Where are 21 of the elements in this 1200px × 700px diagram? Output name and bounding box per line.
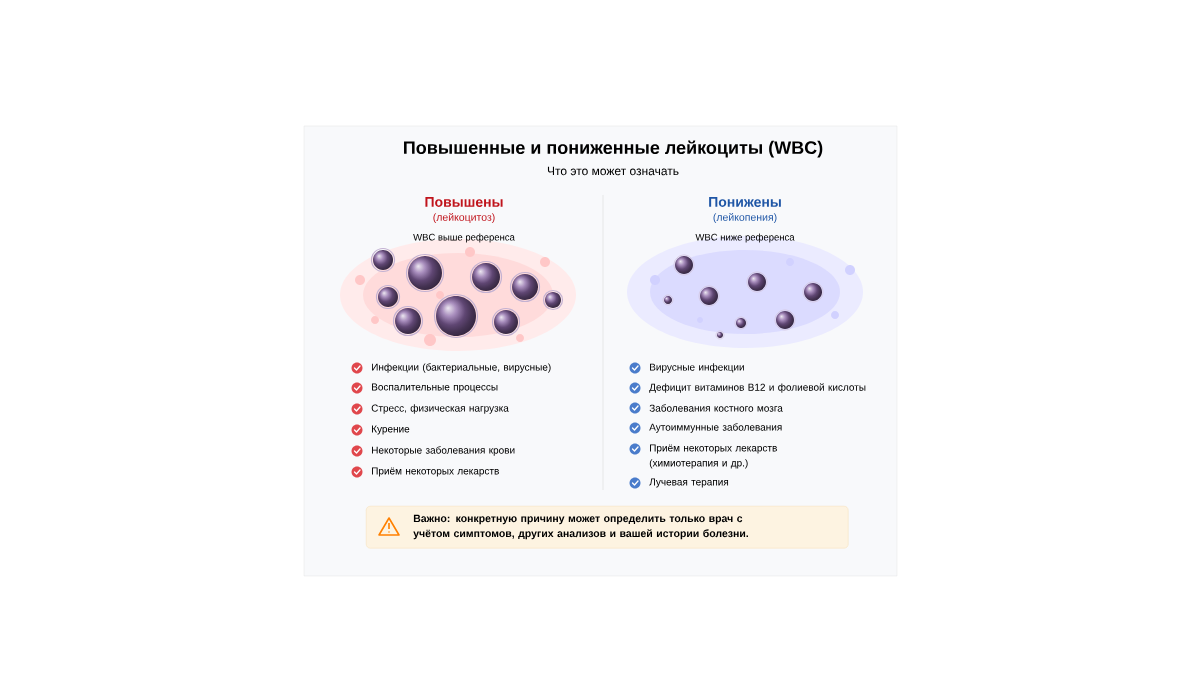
column-heading: Понижены	[709, 197, 781, 207]
list-item: Инфекции (бактериальные, вирусные)	[372, 363, 551, 373]
list-item: Приём некоторых лекарств	[372, 467, 499, 477]
list-item: Аутоиммунные заболевания	[649, 423, 782, 433]
column-heading: Повышены	[425, 197, 503, 207]
list-item: Стресс, физическая нагрузка	[371, 404, 509, 414]
list-item: Дефицит витаминов B12 и фолиевой кислоты	[649, 383, 866, 393]
reference-note: WBC ниже референса	[695, 233, 795, 243]
reference-note: WBC выше референса	[413, 233, 515, 243]
title: Повышенные и пониженные лейкоциты (WBC)	[404, 140, 823, 158]
column-subheading: (лейкопения)	[713, 213, 777, 223]
list-item: Воспалительные процессы	[372, 383, 498, 393]
column-subheading: (лейкоцитоз)	[433, 213, 495, 223]
list-item: Приём некоторых лекарств (химиотерапия и др.)	[649, 444, 777, 469]
list-item: Заболевания костного мозга	[649, 404, 783, 412]
warning-box: Важно: конкретную причину может определить только врач с учётом симптомов, других анализов и вашей истории болезни.	[366, 506, 849, 549]
subtitle: Что это может означать	[547, 166, 679, 176]
list-item: Лучевая терапия	[649, 478, 729, 488]
list-item: Некоторые заболевания крови	[372, 446, 515, 456]
list-item: Вирусные инфекции	[650, 363, 744, 373]
list-item: Курение	[372, 425, 410, 435]
